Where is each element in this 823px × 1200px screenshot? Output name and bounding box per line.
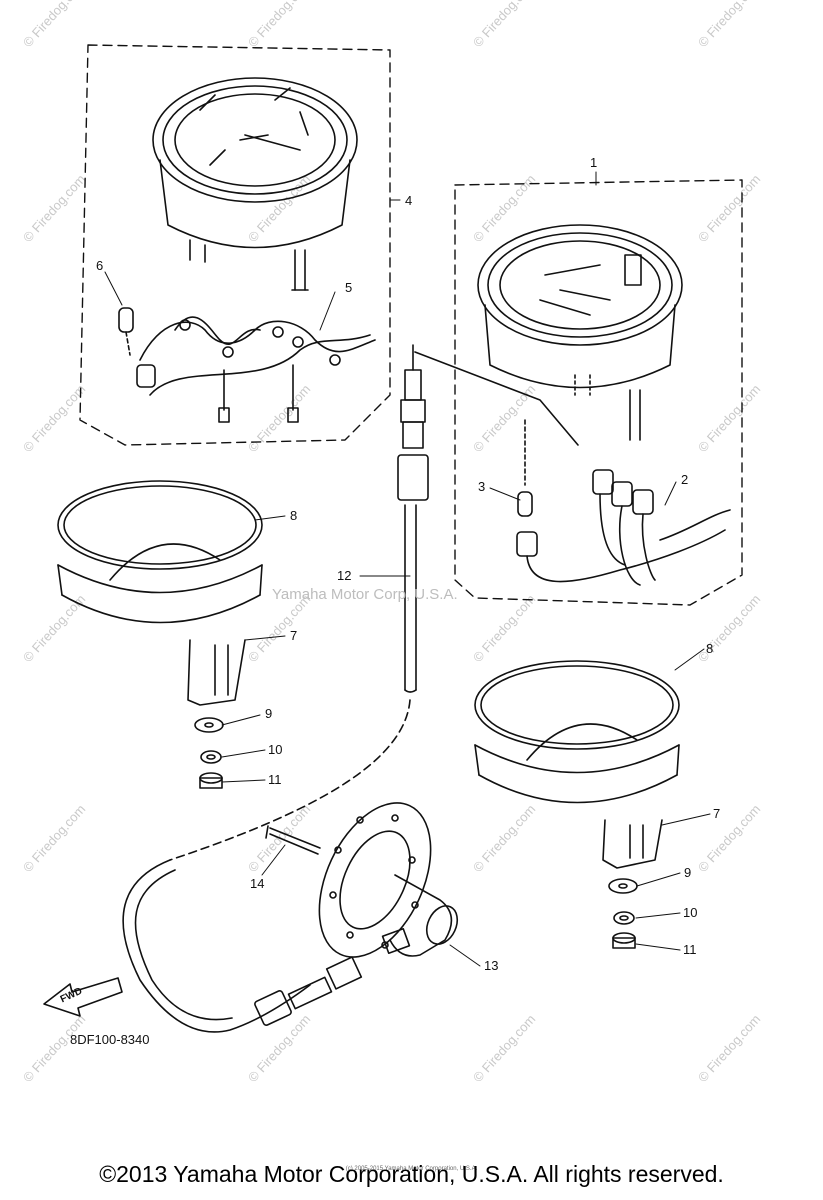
drive-unit-13	[318, 802, 459, 958]
center-watermark: Yamaha Motor Corp, U.S.A.	[272, 586, 458, 603]
hardware-left	[194, 717, 224, 789]
tachometer-gauge	[152, 77, 358, 291]
callout-10-left: 10	[268, 742, 283, 757]
callout-4: 4	[405, 193, 413, 208]
callout-13: 13	[484, 958, 499, 973]
callout-8-right: 8	[706, 641, 714, 656]
pin-14	[265, 825, 321, 855]
fine-print: (c) 2005-2015 Yamaha Motor Corporation, …	[345, 1166, 478, 1172]
callout-11-right: 11	[683, 942, 697, 957]
callout-5: 5	[345, 280, 353, 295]
footer-copyright: ©2013 Yamaha Motor Corporation, U.S.A. A…	[99, 1161, 724, 1187]
wire-harness-2	[516, 419, 731, 586]
diagram-part-code: 8DF100-8340	[70, 1032, 150, 1047]
wire-harness-5	[139, 316, 376, 423]
gauge-holder-right	[474, 660, 680, 869]
fwd-arrow-icon	[43, 977, 123, 1017]
callout-9-right: 9	[684, 865, 692, 880]
callout-11-left: 11	[268, 772, 282, 787]
leader-lines	[104, 171, 711, 967]
bulb-6	[118, 307, 156, 388]
callout-9-left: 9	[265, 706, 273, 721]
hardware-right	[608, 878, 638, 949]
callout-2: 2	[681, 472, 689, 487]
gauge-holder-left	[57, 480, 263, 706]
callout-7-right: 7	[713, 806, 721, 821]
assembly-1-boundary	[454, 179, 743, 606]
callout-14: 14	[250, 876, 265, 891]
callout-12: 12	[337, 568, 352, 583]
speedometer-gauge	[414, 224, 683, 446]
callout-10-right: 10	[683, 905, 698, 920]
callout-1: 1	[590, 155, 598, 170]
assembly-4-boundary	[79, 44, 391, 446]
callout-7-left: 7	[290, 628, 298, 643]
speedometer-cable-12	[122, 344, 429, 1033]
callout-6: 6	[96, 258, 104, 273]
callout-8-left: 8	[290, 508, 298, 523]
callout-3: 3	[478, 479, 486, 494]
